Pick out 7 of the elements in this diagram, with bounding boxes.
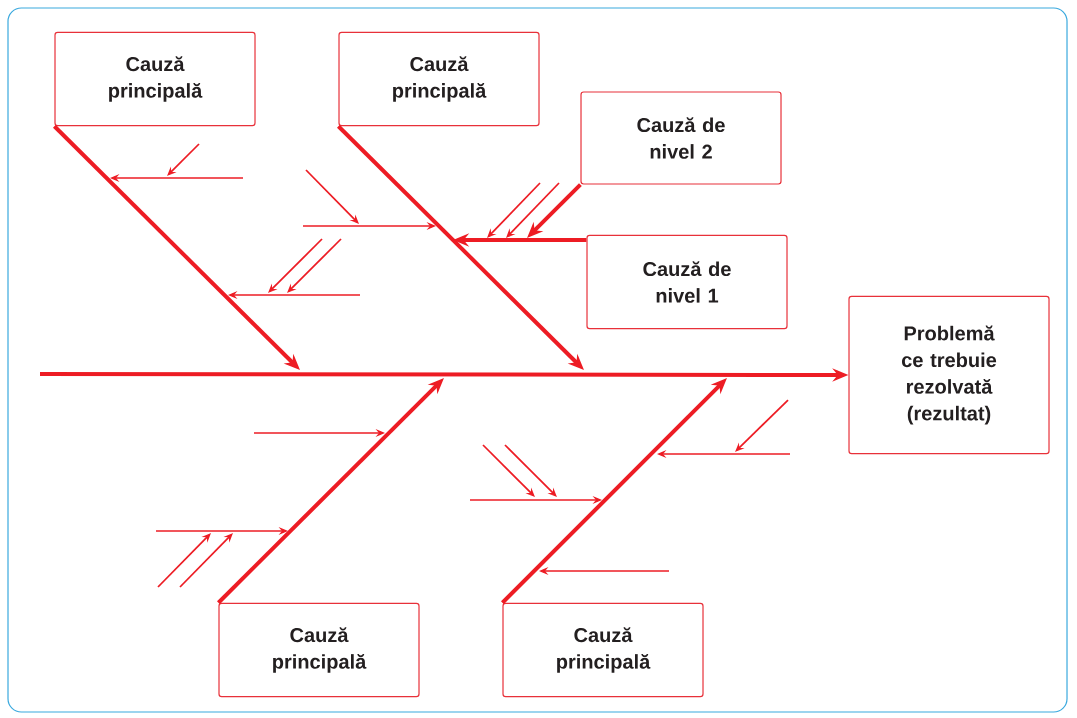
cause-box: Problemă ce trebuie rezolvată (rezultat) <box>848 295 1050 455</box>
cause-box: Cauză principală <box>338 31 540 127</box>
cause-box: Cauză de nivel 1 <box>586 234 788 330</box>
cause-box: Cauză principală <box>502 602 704 698</box>
cause-box: Cauză de nivel 2 <box>580 91 782 185</box>
cause-box: Cauză principală <box>218 602 420 698</box>
cause-box: Cauză principală <box>54 31 256 127</box>
